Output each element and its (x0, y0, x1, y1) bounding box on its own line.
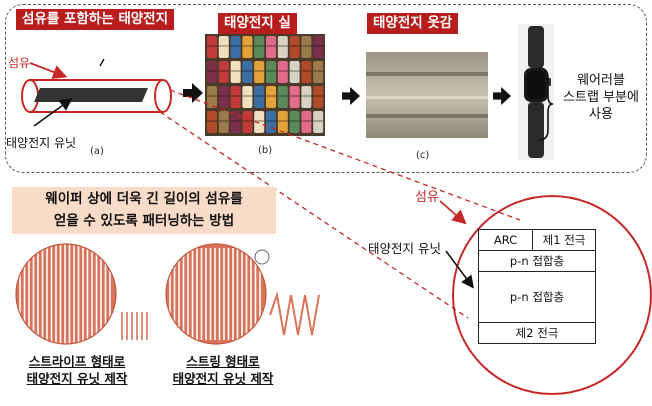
stripe-wafer-illustration (15, 243, 148, 345)
detail-fiber-label: 섬유 (415, 190, 439, 205)
method-line-1: 웨이퍼 상에 더욱 긴 길이의 섬유를 (45, 191, 243, 207)
patterning-method-box: 웨이퍼 상에 더욱 긴 길이의 섬유를 얻을 수 있도록 패터닝하는 방법 (12, 187, 276, 234)
usage-line-1: 웨어러블 (577, 73, 625, 88)
method-line-2: 얻을 수 있도록 패터닝하는 방법 (53, 213, 235, 229)
caption-a: (a) (90, 146, 104, 157)
title-solar-fabric: 태양전지 옷감 (367, 13, 459, 34)
arrow-right-icon (493, 87, 511, 105)
layer-top-electrode: 제1 전극 (532, 229, 596, 251)
solar-fabric-image (366, 52, 488, 138)
layer-arc-label: ARC (493, 233, 518, 247)
caption-c: (c) (416, 150, 430, 161)
stripe-caption: 스트라이프 형태로 태양전지 유닛 제작 (12, 353, 142, 387)
caption-b: (b) (258, 145, 273, 156)
solar-thread-image (205, 34, 325, 136)
string-caption-line-1: 스트링 형태로 (186, 354, 260, 369)
fiber-tube-illustration (21, 58, 172, 127)
detail-unit-label: 태양전지 유닛 (368, 241, 441, 256)
layer-pn-thin: p-n 접합층 (478, 250, 596, 272)
string-wafer-illustration (165, 243, 320, 345)
layer-bottom-electrode-label: 제2 전극 (515, 326, 559, 340)
fiber-label: 섬유 (8, 56, 31, 70)
strap-bracket (538, 67, 554, 141)
arrow-right-icon (183, 83, 203, 103)
layer-pn-main-label: p-n 접합층 (509, 290, 565, 304)
title-fiber-solar-cell: 섬유를 포함하는 태양전지 (16, 9, 175, 30)
layer-bottom-electrode: 제2 전극 (478, 322, 596, 344)
title-solar-thread: 태양전지 실 (218, 13, 297, 34)
usage-text: 웨어러블 스트랩 부분에 사용 (553, 72, 649, 123)
string-caption: 스트링 형태로 태양전지 유닛 제작 (158, 353, 288, 387)
layer-pn-main: p-n 접합층 (478, 271, 596, 323)
layer-pn-thin-label: p-n 접합층 (509, 254, 565, 268)
string-caption-line-2: 태양전지 유닛 제작 (172, 371, 274, 386)
layer-top-electrode-label: 제1 전극 (542, 233, 586, 247)
usage-line-2: 스트랩 부분에 (563, 90, 639, 105)
usage-line-3: 사용 (589, 107, 613, 122)
stripe-caption-line-2: 태양전지 유닛 제작 (26, 371, 128, 386)
stripe-caption-line-1: 스트라이프 형태로 (28, 354, 126, 369)
solar-unit-label: 태양전지 유닛 (6, 136, 77, 150)
top-panel-frame (5, 4, 647, 173)
fiber-cross-section-circle (452, 195, 652, 395)
layer-arc: ARC (478, 229, 533, 251)
arrow-right-icon (342, 87, 360, 105)
